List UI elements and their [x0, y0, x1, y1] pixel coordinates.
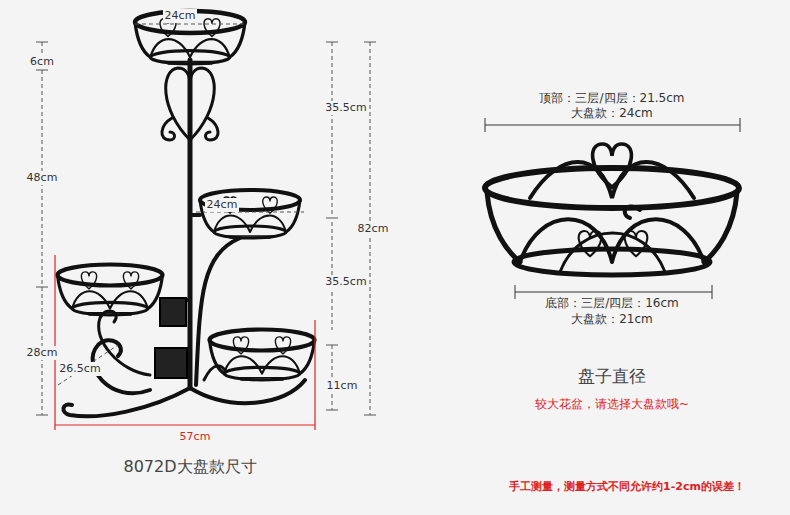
dimension-label: 57cm [178, 430, 213, 443]
dimension-label: 35.5cm [323, 275, 368, 288]
dimension-label: 24cm [205, 198, 240, 211]
dimension-label: 24cm [163, 9, 198, 22]
dimension-label: 26.5cm [57, 362, 102, 375]
dimension-label: 6cm [28, 55, 56, 68]
note-text: 8072D大盘款尺寸 [121, 457, 258, 476]
dimension-label: 35.5cm [323, 101, 368, 114]
dimension-label: 48cm [25, 171, 60, 184]
note-text: 较大花盆，请选择大盘款哦~ [533, 397, 691, 411]
note-text: 大盘款：24cm [569, 106, 655, 120]
note-text: 大盘款：21cm [569, 312, 655, 326]
dimension-label: 28cm [25, 346, 60, 359]
dimension-label: 11cm [325, 379, 360, 392]
note-text: 底部：三层/四层：16cm [543, 296, 681, 310]
note-text: 盘子直径 [576, 366, 648, 386]
note-text: 顶部：三层/四层：21.5cm [537, 91, 686, 105]
note-text: 手工测量，测量方式不同允许约1-2cm的误差！ [507, 480, 747, 493]
dimension-label: 82cm [356, 222, 391, 235]
